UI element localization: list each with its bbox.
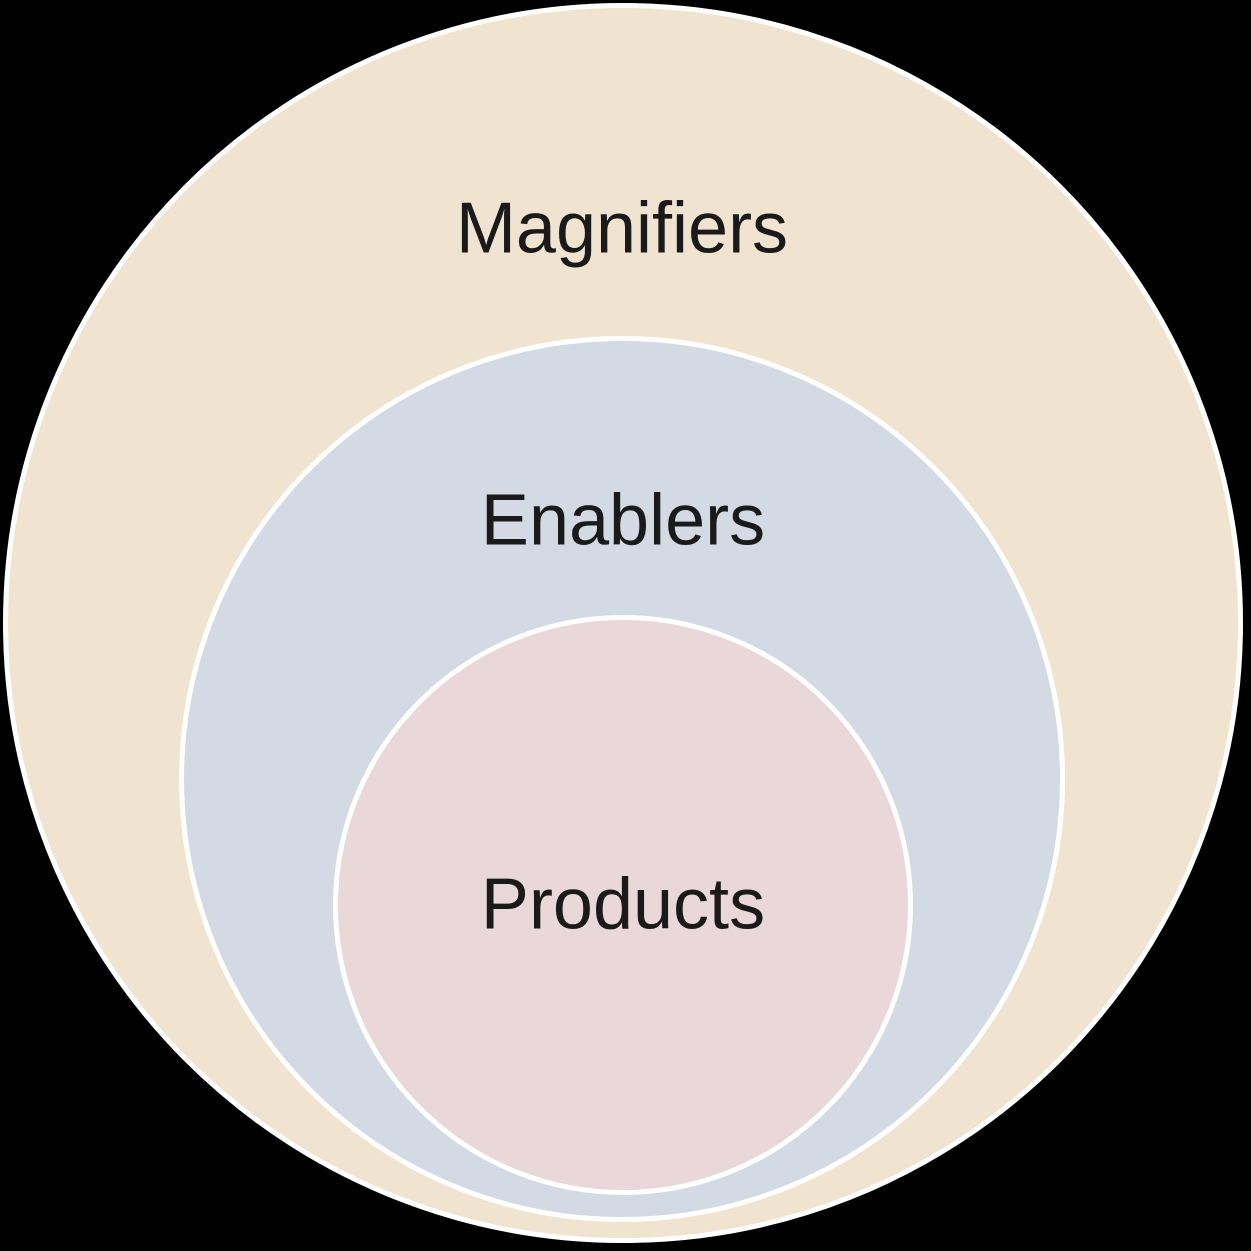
products-label: Products [480,864,766,945]
enablers-label: Enablers [480,480,766,561]
products-circle [333,615,913,1195]
magnifiers-label: Magnifiers [455,188,789,269]
